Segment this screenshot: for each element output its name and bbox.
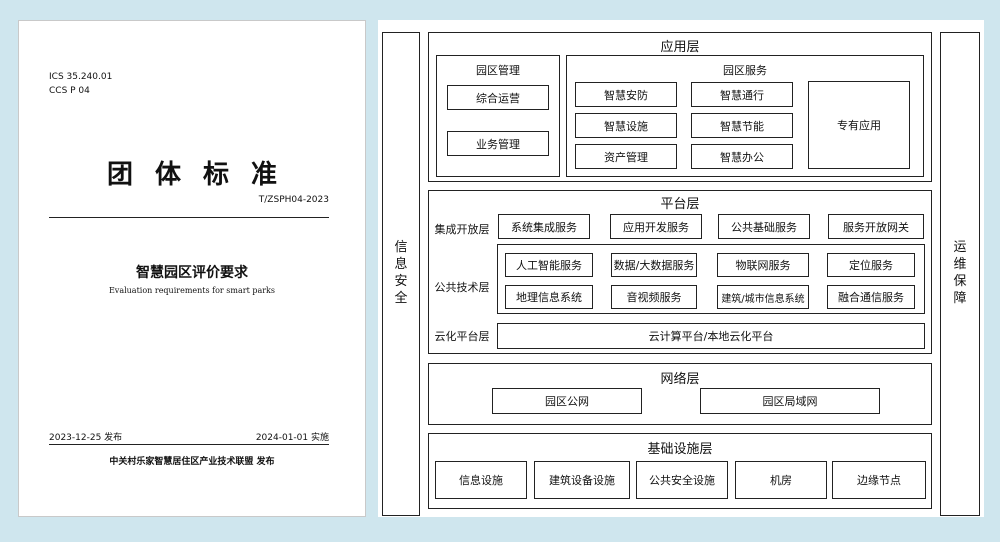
ccs-code: CCS P 04	[49, 86, 90, 96]
box-special-application: 专有应用	[808, 81, 910, 169]
divider-top	[49, 217, 329, 218]
box-cloud-platform: 云计算平台/本地云化平台	[497, 323, 925, 349]
box-public-basic-service: 公共基础服务	[718, 214, 810, 239]
ics-code: ICS 35.240.01	[49, 72, 113, 82]
box-park-lan: 园区局域网	[700, 388, 880, 414]
infrastructure-layer-title: 基础设施层	[647, 442, 713, 457]
publisher: 中关村乐家智慧居住区产业技术联盟 发布	[109, 457, 275, 467]
side-char: 保	[953, 274, 967, 289]
box-app-development: 应用开发服务	[610, 214, 702, 239]
publish-date: 2023-12-25 发布	[49, 433, 123, 443]
box-smart-facilities: 智慧设施	[575, 113, 677, 138]
box-building-city-info: 建筑/城市信息系统	[717, 285, 809, 309]
info-security-column: 信 息 安 全	[382, 32, 420, 516]
standard-code: T/ZSPH04-2023	[258, 195, 329, 205]
box-park-public-network: 园区公网	[492, 388, 642, 414]
document-subtitle: Evaluation requirements for smart parks	[108, 286, 276, 295]
integration-layer-label: 集成开放层	[434, 223, 490, 236]
box-iot-service: 物联网服务	[717, 253, 809, 277]
side-char: 安	[394, 274, 408, 289]
box-service-gateway: 服务开放网关	[828, 214, 924, 239]
standard-cover-page: ICS 35.240.01 CCS P 04 团体标准 T/ZSPH04-202…	[18, 20, 366, 517]
box-server-room: 机房	[735, 461, 827, 499]
box-smart-access: 智慧通行	[691, 82, 793, 107]
park-management-group	[436, 55, 560, 177]
public-tech-layer-label: 公共技术层	[434, 281, 490, 294]
park-services-title: 园区服务	[723, 64, 767, 77]
side-char: 息	[394, 257, 408, 272]
box-building-equipment: 建筑设备设施	[534, 461, 630, 499]
ops-maintenance-column: 运 维 保 障	[940, 32, 980, 516]
side-char: 障	[953, 291, 967, 306]
implement-date: 2024-01-01 实施	[255, 433, 329, 443]
box-ai-service: 人工智能服务	[505, 253, 593, 277]
cloud-layer-label: 云化平台层	[434, 330, 490, 343]
side-char: 运	[953, 240, 967, 255]
box-edge-node: 边缘节点	[832, 461, 926, 499]
box-comprehensive-operation: 综合运营	[447, 85, 549, 110]
side-char: 全	[394, 291, 408, 306]
box-smart-security: 智慧安防	[575, 82, 677, 107]
box-data-service: 数据/大数据服务	[611, 253, 697, 277]
document-title: 智慧园区评价要求	[136, 265, 248, 281]
architecture-diagram: 信 息 安 全 运 维 保 障 应用层 园区管理 综合运营 业务管理 园区服务 …	[378, 20, 984, 517]
box-unified-communication: 融合通信服务	[827, 285, 915, 309]
park-management-title: 园区管理	[476, 64, 520, 77]
box-public-safety-facilities: 公共安全设施	[636, 461, 728, 499]
divider-bottom	[49, 444, 329, 445]
box-asset-management: 资产管理	[575, 144, 677, 169]
box-positioning-service: 定位服务	[827, 253, 915, 277]
application-layer-title: 应用层	[660, 40, 700, 55]
box-business-management: 业务管理	[447, 131, 549, 156]
side-char: 维	[953, 257, 967, 272]
box-smart-office: 智慧办公	[691, 144, 793, 169]
box-av-service: 音视频服务	[611, 285, 697, 309]
box-info-facilities: 信息设施	[435, 461, 527, 499]
box-gis: 地理信息系统	[505, 285, 593, 309]
box-system-integration: 系统集成服务	[498, 214, 590, 239]
network-layer-title: 网络层	[660, 372, 700, 387]
platform-layer-title: 平台层	[660, 197, 700, 212]
side-char: 信	[394, 240, 408, 255]
box-smart-energy: 智慧节能	[691, 113, 793, 138]
standard-type-title: 团体标准	[106, 160, 299, 190]
